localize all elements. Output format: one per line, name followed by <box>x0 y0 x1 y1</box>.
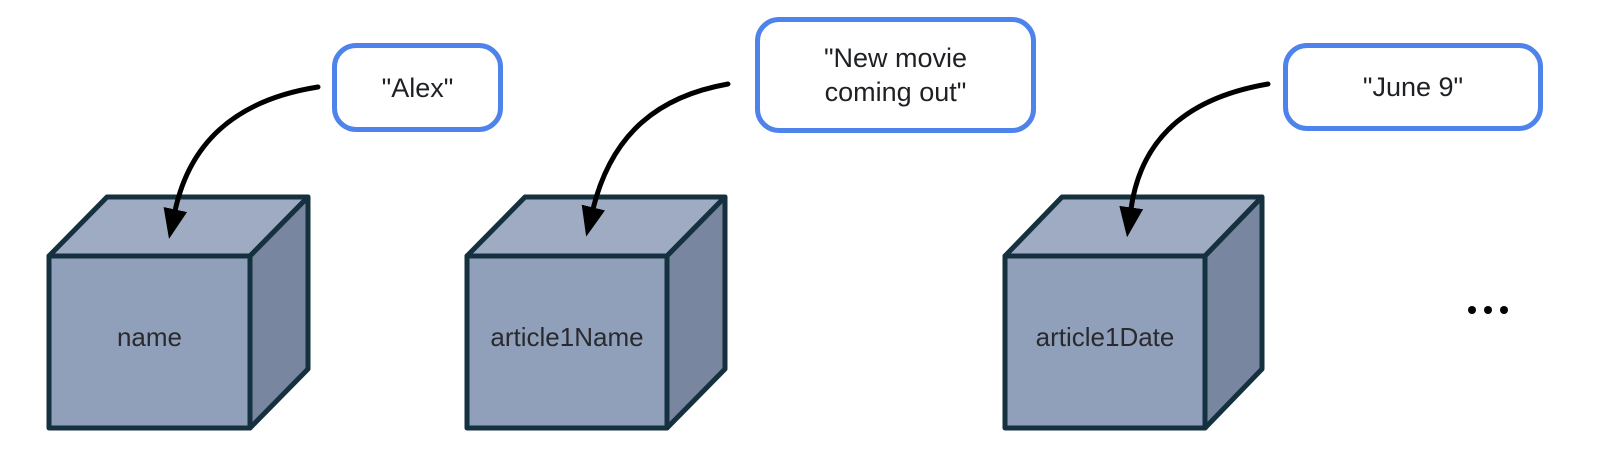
arrow-june9-to-article1date <box>1119 81 1271 238</box>
cube-front-face <box>464 253 670 431</box>
value-bubble-new-movie: "New movie coming out" <box>755 17 1036 133</box>
cube-front-face <box>46 253 253 431</box>
value-text: "June 9" <box>1362 72 1464 102</box>
ellipsis-icon <box>1468 306 1508 314</box>
value-bubble-alex: "Alex" <box>332 43 503 132</box>
cube-front-face <box>1002 253 1208 431</box>
ellipsis-dot <box>1484 306 1492 314</box>
cube-article1name <box>464 194 728 431</box>
cube-article1date <box>1002 194 1265 431</box>
arrow-alex-to-name <box>163 84 321 239</box>
cube-name <box>46 194 311 431</box>
value-text: "Alex" <box>381 72 454 103</box>
ellipsis-dot <box>1468 306 1476 314</box>
value-bubble-june9: "June 9" <box>1283 43 1543 131</box>
value-text: "New movie coming out" <box>823 43 968 107</box>
arrow-newmovie-to-article1name <box>581 81 731 237</box>
ellipsis-dot <box>1500 306 1508 314</box>
